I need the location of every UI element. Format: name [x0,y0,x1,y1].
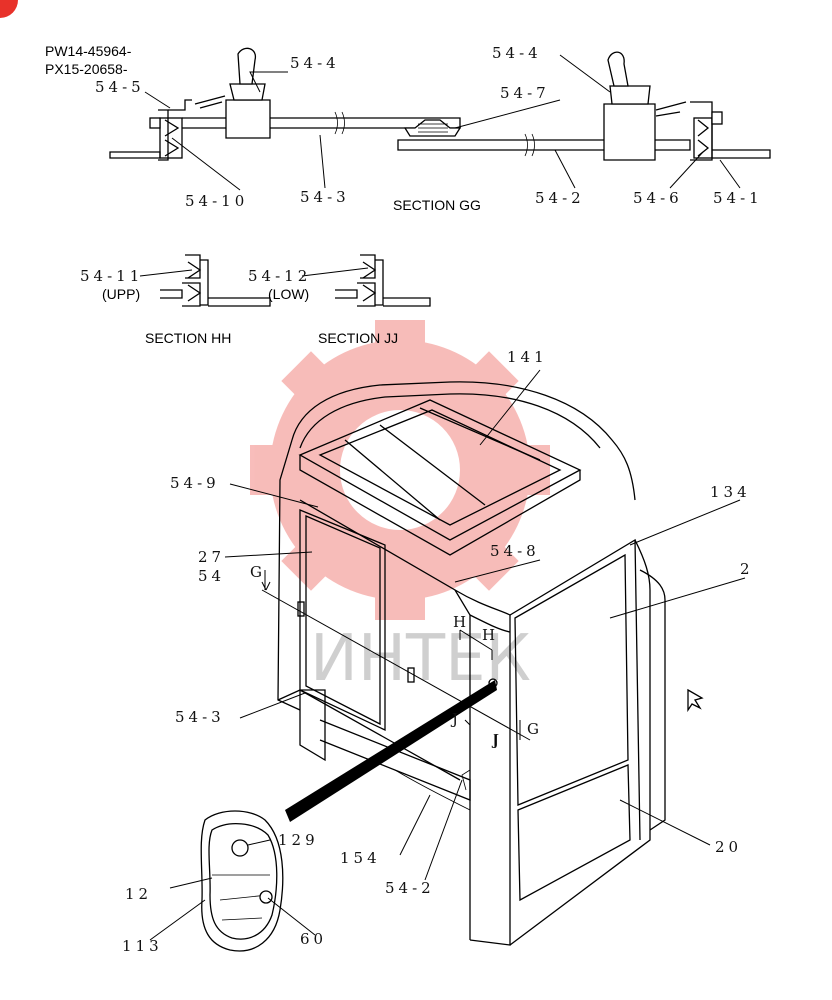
section-marker-g-top: G [250,563,266,581]
section-marker-j-1: J [450,710,462,728]
section-gg-drawing [109,47,771,161]
cab-drawing [277,381,704,946]
callout-54-10: 54-10 [185,192,248,210]
callout-54-5: 54-5 [95,78,145,96]
callout-20: 20 [715,838,742,856]
section-marker-h-1: H [453,613,470,631]
callout-134: 134 [710,483,751,501]
callout-54-2: 54-2 [385,879,435,897]
callout-54-6: 54-6 [633,189,683,207]
callout-113: 113 [122,937,163,955]
corner-badge [0,0,18,18]
callout-54-12: 54-12 [248,267,311,285]
callout-54-9: 54-9 [170,474,220,492]
callout-54-2-top: 54-2 [535,189,585,207]
section-hh-upp-label: (UPP) [102,286,140,302]
callout-60: 60 [300,930,327,948]
callout-54: 54 [198,567,225,585]
callout-141: 141 [507,348,548,366]
callout-54-4-left: 54-4 [290,54,340,72]
callout-2: 2 [740,560,754,578]
section-hh-drawing [160,254,271,307]
section-gg-label: SECTION GG [393,197,481,213]
callout-12: 12 [125,885,152,903]
callout-54-4-right: 54-4 [492,44,542,62]
header-line-2: PX15-20658- [45,61,128,77]
callout-54-11: 54-11 [80,267,143,285]
callout-154: 154 [340,849,381,867]
callout-54-7: 54-7 [500,84,550,102]
section-marker-j-2: J [491,731,503,749]
section-hh-label: SECTION HH [145,330,231,346]
mirror-drawing [200,810,284,952]
section-jj-low-label: (LOW) [268,286,309,302]
section-marker-g-bottom: G [527,720,543,738]
leader-lines [139,54,746,941]
section-jj-drawing [335,254,431,307]
callout-27: 27 [198,548,225,566]
section-marker-h-2: H [482,626,499,644]
header-line-1: PW14-45964- [45,43,132,59]
section-jj-label: SECTION JJ [318,330,398,346]
callout-54-1: 54-1 [713,189,763,207]
watermark-gear-icon [250,320,550,620]
callout-54-3-top: 54-3 [300,188,350,206]
callout-129: 129 [278,831,319,849]
callout-54-3: 54-3 [175,708,225,726]
callout-54-8: 54-8 [490,542,540,560]
